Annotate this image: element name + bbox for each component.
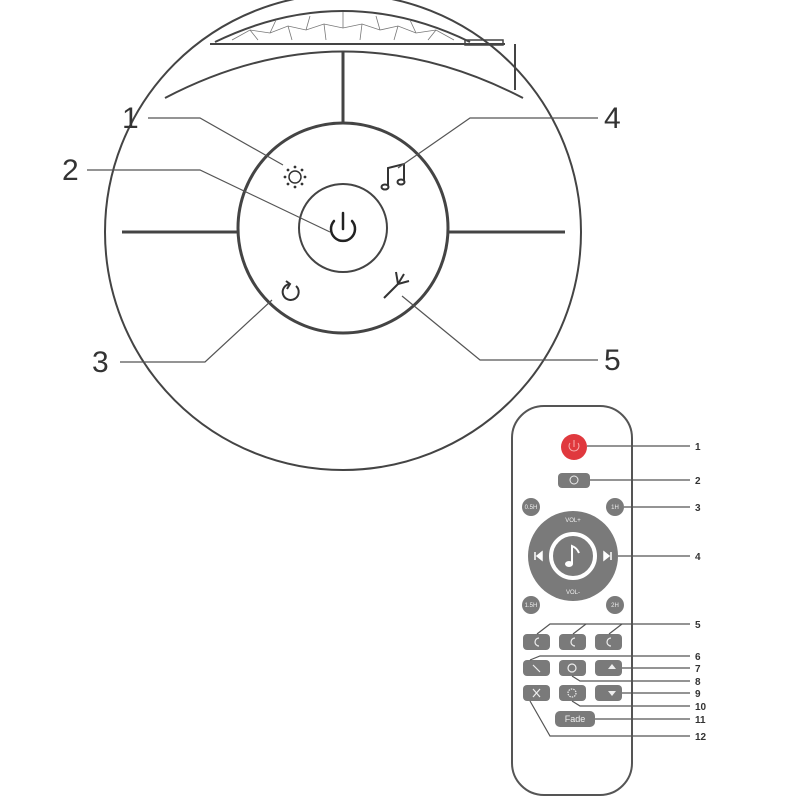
remote-callout-8: 8 bbox=[695, 677, 701, 688]
light-off-button[interactable] bbox=[559, 685, 586, 701]
remote-callout-9: 9 bbox=[695, 689, 701, 700]
remote-control: 0.5H 1H VOL+ VOL- 1.5H 2H bbox=[511, 405, 707, 796]
remote-callout-10: 10 bbox=[695, 702, 707, 713]
remote-callout-5: 5 bbox=[695, 620, 701, 631]
vol-up-button[interactable]: VOL+ bbox=[565, 518, 581, 524]
timer-button[interactable] bbox=[558, 473, 590, 488]
mode-button-2[interactable] bbox=[559, 634, 586, 650]
music-icon[interactable] bbox=[380, 162, 406, 191]
timer-1h-label: 1H bbox=[611, 505, 619, 511]
remote-callout-2: 2 bbox=[695, 476, 701, 487]
brightness-up-button[interactable] bbox=[595, 660, 622, 676]
remote-callout-6: 6 bbox=[695, 652, 701, 663]
remote-callout-7: 7 bbox=[695, 664, 701, 675]
timer-05h-button[interactable] bbox=[522, 498, 540, 516]
remote-power-icon bbox=[568, 440, 580, 452]
light-icon[interactable] bbox=[283, 165, 307, 189]
timer-2h-button[interactable] bbox=[606, 596, 624, 614]
device-callout-3: 3 bbox=[92, 346, 109, 379]
projector-dome bbox=[214, 10, 471, 43]
fade-label: Fade bbox=[565, 714, 586, 724]
device-body bbox=[104, 0, 582, 471]
timer-2h-label: 2H bbox=[611, 603, 619, 609]
timer-05h-label: 0.5H bbox=[525, 505, 538, 511]
prev-icon[interactable] bbox=[534, 550, 543, 562]
device-callout-4: 4 bbox=[604, 102, 621, 135]
down-arrow-icon bbox=[608, 691, 616, 696]
up-arrow-icon bbox=[608, 664, 616, 669]
remote-callout-1: 1 bbox=[695, 442, 701, 453]
device: 1 2 3 4 5 bbox=[62, 0, 621, 471]
vol-down-button[interactable]: VOL- bbox=[566, 590, 580, 596]
brightness-down-button[interactable] bbox=[595, 685, 622, 701]
remote-callout-lines bbox=[529, 445, 690, 737]
remote-button-icons bbox=[532, 637, 612, 698]
device-callout-5: 5 bbox=[604, 344, 621, 377]
cycle-icon[interactable] bbox=[281, 280, 300, 301]
timer-15h-button[interactable] bbox=[522, 596, 540, 614]
device-callout-1: 1 bbox=[122, 102, 139, 135]
fade-button[interactable] bbox=[555, 711, 595, 727]
power-icon bbox=[329, 211, 357, 243]
remote-callout-4: 4 bbox=[695, 552, 701, 563]
remote-callout-11: 11 bbox=[695, 715, 706, 726]
clock-icon bbox=[569, 475, 579, 485]
timer-15h-label: 1.5H bbox=[525, 603, 538, 609]
mode-button-3[interactable] bbox=[595, 634, 622, 650]
music-note-icon bbox=[565, 544, 580, 567]
next-icon[interactable] bbox=[603, 550, 612, 562]
dome-hex-pattern bbox=[231, 12, 455, 41]
remote-callout-12: 12 bbox=[695, 732, 707, 743]
device-callout-2: 2 bbox=[62, 154, 79, 187]
projector-icon[interactable] bbox=[383, 271, 410, 299]
timer-1h-button[interactable] bbox=[606, 498, 624, 516]
mode-button-1[interactable] bbox=[523, 634, 550, 650]
light-button[interactable] bbox=[559, 660, 586, 676]
remote-callout-3: 3 bbox=[695, 503, 701, 514]
